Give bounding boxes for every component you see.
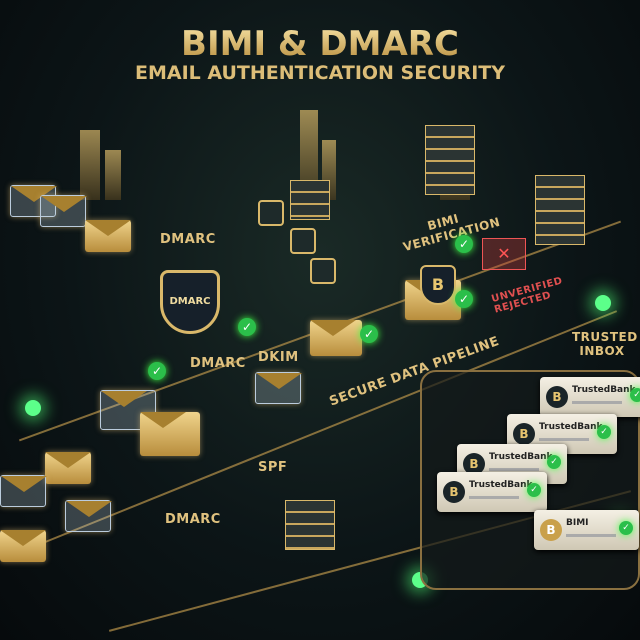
network-node [310,258,336,284]
rejected-envelope-icon: ✕ [482,238,526,270]
envelope-icon [85,220,131,252]
server-icon [285,500,335,550]
dmarc-label: DMARC [160,232,216,247]
check-icon: ✓ [238,318,256,336]
envelope-icon [255,372,302,404]
check-icon: ✓ [527,483,541,497]
trusted-inbox-label: TRUSTED INBOX [572,330,638,358]
title: BIMI & DMARC [0,24,640,64]
server-icon [290,180,330,220]
glow-dot [595,295,611,311]
spf-label: SPF [258,460,288,475]
building [300,110,318,200]
sender-name: TrustedBank [572,385,636,395]
inbox-card[interactable]: B BIMI ✓ [534,510,639,550]
envelope-icon [0,530,46,562]
shield-label: DMARC [169,296,211,307]
preview-line [539,438,589,441]
check-icon: ✓ [619,521,633,535]
bimi-shield-icon: B [420,265,456,305]
envelope-icon [140,412,200,456]
check-icon: ✓ [547,455,561,469]
network-node [258,200,284,226]
preview-line [489,468,539,471]
inbox-card[interactable]: B TrustedBank✓ [540,377,640,417]
bimi-verification-label: BIMI VERIFICATION [401,211,502,255]
subtitle: EMAIL AUTHENTICATION SECURITY [134,62,506,84]
preview-line [572,401,622,404]
unverified-rejected-label: UNVERIFIED REJECTED [490,275,564,316]
dmarc-shield-icon: DMARC [160,270,220,334]
envelope-icon [45,452,91,484]
envelope-icon [0,475,47,507]
sender-name: TrustedBank [469,480,533,490]
check-icon: ✓ [630,388,640,402]
building [80,130,100,200]
dmarc-label: DMARC [165,512,221,527]
sender-name: BIMI [566,518,589,528]
brand-logo: B [513,423,535,445]
check-icon: ✓ [148,362,166,380]
glow-dot [25,400,41,416]
dmarc-label: DMARC [190,356,246,371]
inbox-card[interactable]: B TrustedBank✓ [437,472,547,512]
server-icon [425,125,475,195]
preview-line [566,534,616,537]
preview-line [469,496,519,499]
check-icon: ✓ [455,290,473,308]
dkim-label: DKIM [258,350,299,365]
envelope-icon [310,320,362,356]
brand-logo: B [443,481,465,503]
envelope-icon [40,195,87,227]
check-icon: ✓ [455,235,473,253]
network-node [290,228,316,254]
check-icon: ✓ [360,325,378,343]
sender-name: TrustedBank [539,422,603,432]
sender-name: TrustedBank [489,452,553,462]
brand-logo: B [463,453,485,475]
server-icon [535,175,585,245]
brand-logo: B [540,519,562,541]
envelope-icon [65,500,112,532]
brand-logo: B [546,386,568,408]
building [105,150,121,200]
check-icon: ✓ [597,425,611,439]
